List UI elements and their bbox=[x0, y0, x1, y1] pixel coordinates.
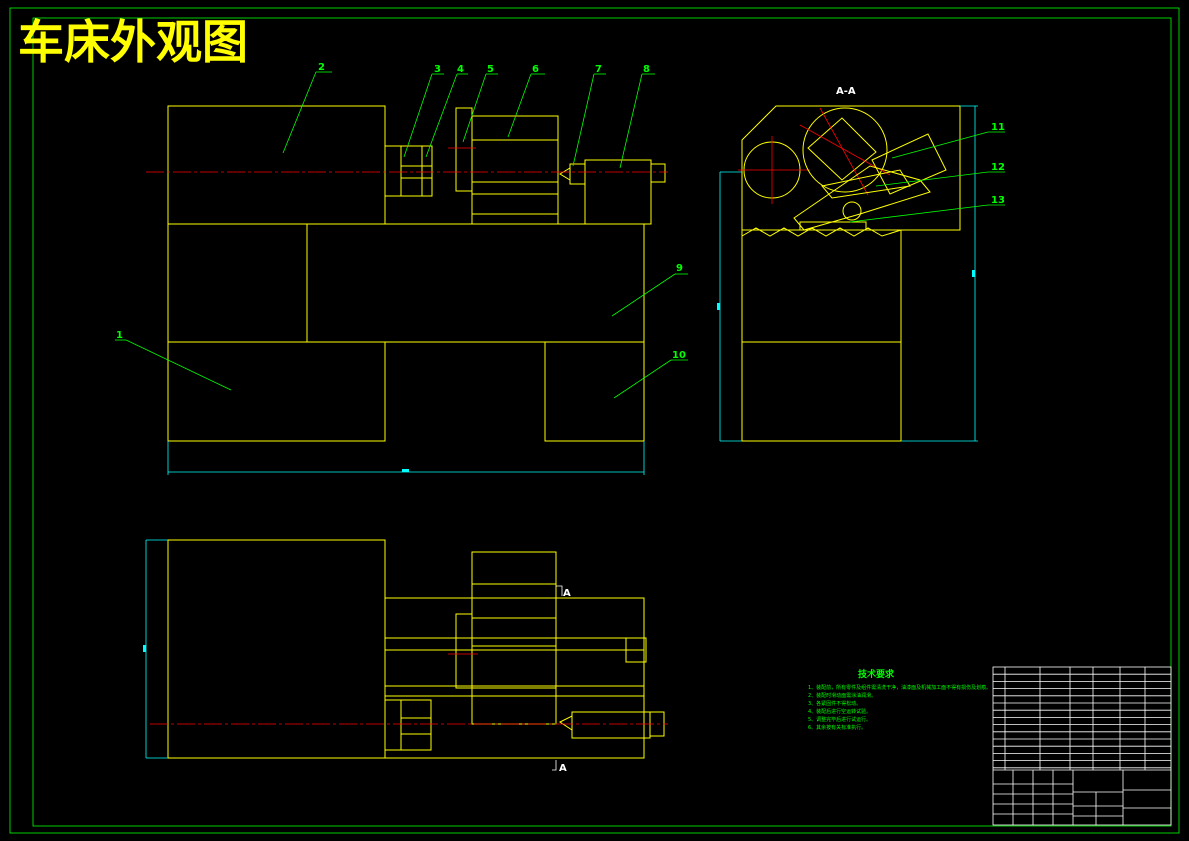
tech-line-3: 3、各紧固件不得松动。 bbox=[808, 700, 861, 707]
tech-line-1: 1、装配前，所有零件及组件需清洗干净，油漆面及机械加工面不得有损伤及划痕。 bbox=[808, 684, 991, 691]
drawing-title: 车床外观图 bbox=[18, 15, 248, 69]
callout-8: 8 bbox=[643, 64, 650, 75]
callout-7: 7 bbox=[595, 64, 602, 75]
bed bbox=[167, 223, 645, 343]
section-mark-bottom: A bbox=[559, 763, 567, 774]
title-block bbox=[992, 666, 1172, 826]
outer-frame bbox=[9, 7, 1180, 834]
tailstock bbox=[584, 159, 652, 225]
top-view: A A bbox=[143, 539, 668, 774]
chuck bbox=[400, 145, 433, 197]
front-view bbox=[146, 105, 668, 475]
tech-line-4: 4、装配后进行空运转试验。 bbox=[808, 708, 871, 715]
callout-9: 9 bbox=[676, 263, 683, 274]
tech-line-5: 5、调整完毕后进行试运行。 bbox=[808, 716, 871, 723]
callout-3: 3 bbox=[434, 64, 441, 75]
callout-6: 6 bbox=[532, 64, 539, 75]
side-view: A-A bbox=[717, 86, 978, 442]
callout-4: 4 bbox=[457, 64, 464, 75]
right-cabinet bbox=[544, 341, 645, 442]
callout-10: 10 bbox=[672, 350, 686, 361]
callouts-side: 11 12 13 bbox=[849, 122, 1005, 223]
parts-list bbox=[993, 667, 1171, 770]
side-headstock bbox=[741, 105, 961, 231]
callouts-front: 1 2 3 4 5 6 7 8 9 10 bbox=[115, 62, 688, 399]
top-bed bbox=[384, 597, 645, 759]
tech-requirements: 技术要求 1、装配前，所有零件及组件需清洗干净，油漆面及机械加工面不得有损伤及划… bbox=[808, 668, 991, 731]
left-cabinet bbox=[167, 341, 386, 442]
callout-12: 12 bbox=[991, 162, 1005, 173]
tech-heading: 技术要求 bbox=[858, 668, 895, 680]
carriage bbox=[471, 115, 559, 225]
tech-line-6: 6、其余按有关标准执行。 bbox=[808, 724, 866, 731]
tech-line-2: 2、装配时滑动面需涂油润滑。 bbox=[808, 692, 876, 699]
top-headstock bbox=[167, 539, 386, 759]
callout-1: 1 bbox=[116, 330, 123, 341]
inner-frame bbox=[32, 17, 1172, 827]
callout-5: 5 bbox=[487, 64, 494, 75]
callout-13: 13 bbox=[991, 195, 1005, 206]
callout-2: 2 bbox=[318, 62, 325, 73]
side-bed bbox=[741, 229, 902, 442]
callout-11: 11 bbox=[991, 122, 1005, 133]
section-mark-top: A bbox=[563, 588, 571, 599]
section-label: A-A bbox=[836, 86, 856, 97]
tool-post-plate bbox=[455, 107, 473, 192]
chuck-rear bbox=[384, 145, 402, 197]
motor-circle bbox=[802, 107, 888, 193]
headstock bbox=[167, 105, 386, 225]
